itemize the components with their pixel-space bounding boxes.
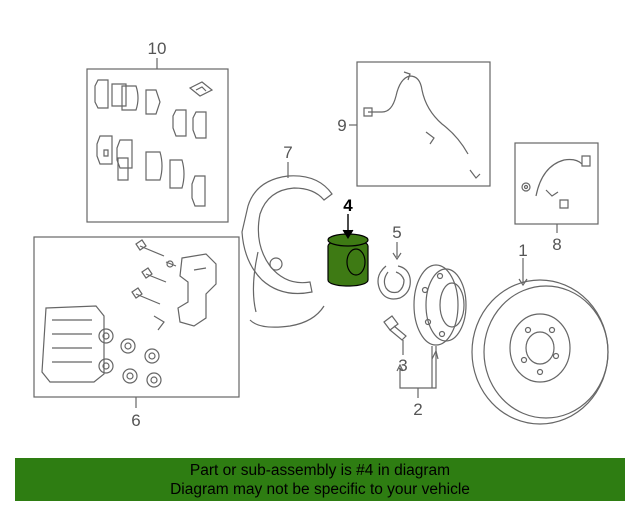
- callout-10: 10: [148, 39, 167, 58]
- callout-1: 1: [518, 241, 527, 260]
- splash-shield[interactable]: [241, 162, 333, 328]
- callout-3: 3: [398, 356, 407, 375]
- snap-ring[interactable]: [377, 242, 411, 300]
- hub-assembly[interactable]: [396, 264, 467, 398]
- abs-sensor-box: [356, 61, 491, 187]
- callout-8: 8: [552, 235, 561, 254]
- callout-2: 2: [413, 400, 422, 419]
- hub-bolt[interactable]: [383, 315, 407, 355]
- parts-diagram: 10 9 8 7 6 5 4 3 2 1: [33, 39, 609, 430]
- banner-line-2: Diagram may not be specific to your vehi…: [170, 481, 470, 498]
- info-banner: Part or sub-assembly is #4 in diagram Di…: [15, 458, 625, 501]
- highlighted-bushing[interactable]: [327, 214, 369, 287]
- caliper-group[interactable]: [33, 236, 240, 408]
- brake-pad-set-group[interactable]: [86, 58, 229, 223]
- callout-9: 9: [337, 116, 346, 135]
- callout-4: 4: [343, 196, 353, 215]
- callout-6: 6: [131, 411, 140, 430]
- brake-hose-group[interactable]: [514, 142, 599, 233]
- callout-5: 5: [392, 223, 401, 242]
- abs-sensor-group[interactable]: [349, 61, 491, 187]
- banner-line-1: Part or sub-assembly is #4 in diagram: [189, 462, 451, 479]
- callout-7: 7: [283, 143, 292, 162]
- brake-disc[interactable]: [471, 258, 609, 425]
